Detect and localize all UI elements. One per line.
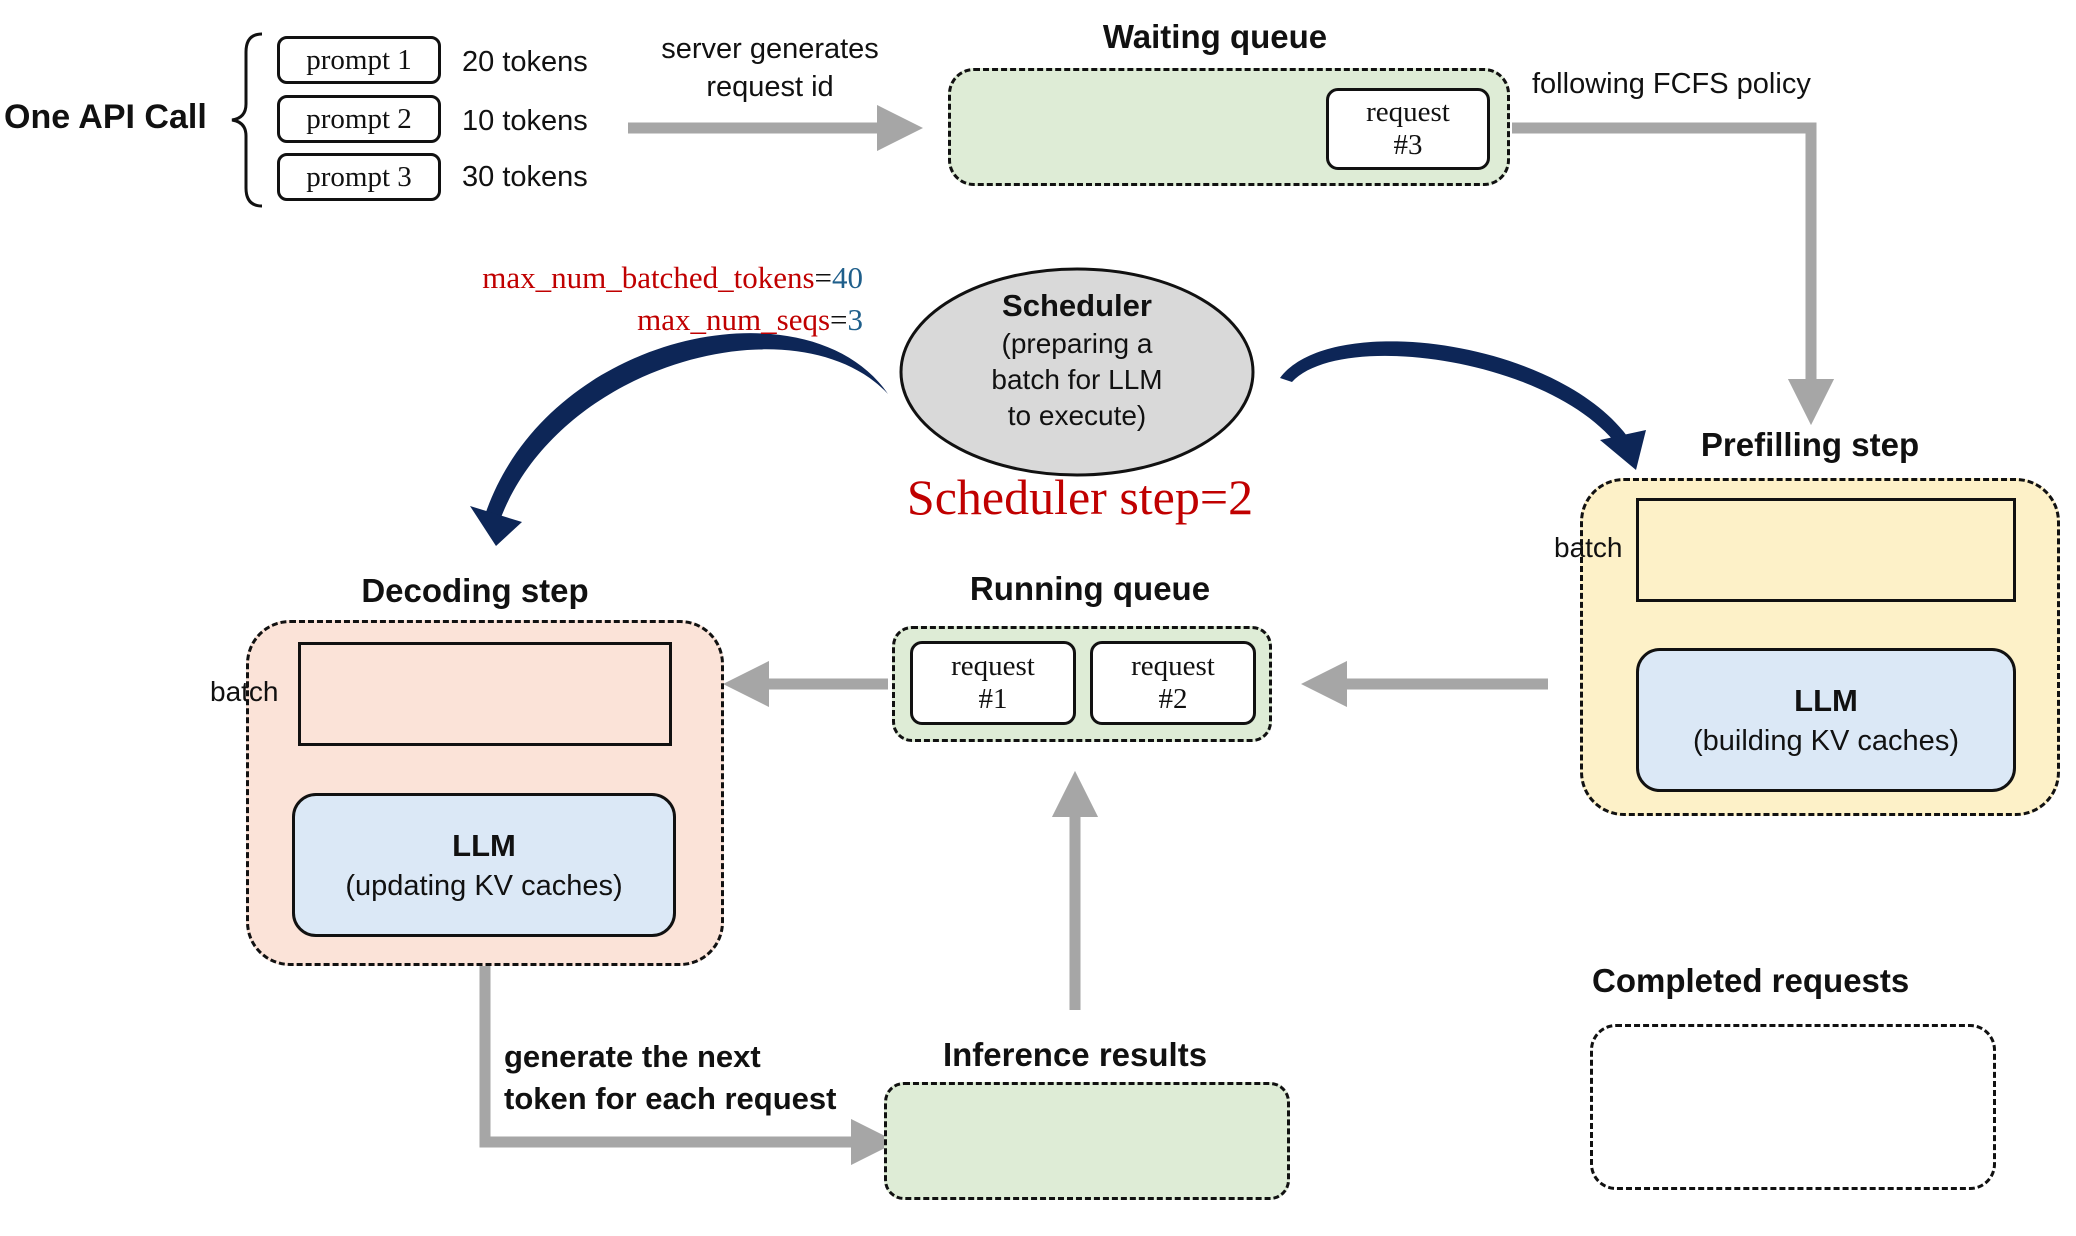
inference-results-box xyxy=(884,1082,1290,1200)
generate-note: generate the next token for each request xyxy=(504,1036,836,1120)
scheduler-line1: (preparing a xyxy=(1001,328,1153,359)
param-1-name: max_num_batched_tokens xyxy=(482,260,815,295)
prefilling-batch-box xyxy=(1636,498,2016,602)
completed-requests-title: Completed requests xyxy=(1592,962,1910,999)
param-2-value: 3 xyxy=(847,302,864,337)
param-1-eq: = xyxy=(814,260,832,295)
param-2-eq: = xyxy=(830,302,848,337)
prompt-2-tokens: 10 tokens xyxy=(462,105,588,137)
decoding-title: Decoding step xyxy=(361,572,589,609)
prefilling-llm-sub: (building KV caches) xyxy=(1693,724,1959,757)
scheduler-title: Scheduler xyxy=(1002,288,1152,323)
waiting-request-3: request #3 xyxy=(1326,88,1490,170)
prefilling-title: Prefilling step xyxy=(1700,426,1920,463)
prefilling-llm-box: LLM (building KV caches) xyxy=(1636,648,2016,792)
prompt-3-tokens: 30 tokens xyxy=(462,161,588,193)
prefilling-batch-label: batch xyxy=(1554,532,1623,563)
prompt-1-tokens: 20 tokens xyxy=(462,46,588,78)
prompt-1-label: prompt 1 xyxy=(306,43,412,76)
api-call-brace xyxy=(231,32,263,208)
scheduler-line2: batch for LLM xyxy=(991,364,1163,395)
prompt-3-label: prompt 3 xyxy=(306,160,412,193)
running-request-1-line1: request xyxy=(951,649,1035,682)
prefilling-llm-title: LLM xyxy=(1794,682,1858,718)
curved-arrow-to-decoding xyxy=(486,333,888,520)
arrow-decoding-to-results xyxy=(479,966,898,1166)
waiting-request-3-line2: #3 xyxy=(1393,129,1423,161)
prompt-2-box: prompt 2 xyxy=(277,95,441,143)
scheduler-text: Scheduler (preparing a batch for LLM to … xyxy=(917,288,1237,434)
scheduler-param-1: max_num_batched_tokens=40 xyxy=(482,260,863,296)
scheduler-param-2: max_num_seqs=3 xyxy=(637,302,863,338)
decoding-batch-box xyxy=(298,642,672,746)
generate-note-line1: generate the next xyxy=(504,1039,761,1074)
running-request-1-line2: #1 xyxy=(978,683,1008,715)
inference-results-title: Inference results xyxy=(942,1036,1208,1073)
scheduler-ellipse xyxy=(899,267,1255,477)
running-request-2-line2: #2 xyxy=(1158,683,1188,715)
waiting-request-3-line1: request xyxy=(1366,95,1450,128)
scheduler-step-label: Scheduler step=2 xyxy=(906,469,1254,525)
param-2-name: max_num_seqs xyxy=(637,302,831,337)
prompt-2-label: prompt 2 xyxy=(306,102,412,135)
decoding-llm-title: LLM xyxy=(452,827,516,863)
running-request-2-line1: request xyxy=(1131,649,1215,682)
waiting-queue-title: Waiting queue xyxy=(1102,18,1328,55)
prompt-3-box: prompt 3 xyxy=(277,153,441,201)
generate-note-line2: token for each request xyxy=(504,1081,837,1116)
completed-requests-box xyxy=(1590,1024,1996,1190)
server-note-line2: request id xyxy=(706,71,834,103)
curved-arrow-to-prefilling xyxy=(1280,341,1630,446)
prompt-1-box: prompt 1 xyxy=(277,36,441,84)
running-request-2: request #2 xyxy=(1090,641,1256,725)
server-note-line1: server generates xyxy=(661,33,879,65)
arrow-to-prefilling xyxy=(1512,122,1835,426)
running-request-1: request #1 xyxy=(910,641,1076,725)
server-note: server generates request id xyxy=(640,30,900,106)
param-1-value: 40 xyxy=(832,260,863,295)
decoding-llm-sub: (updating KV caches) xyxy=(345,869,623,902)
api-call-label: One API Call xyxy=(4,98,207,136)
fcfs-policy-note: following FCFS policy xyxy=(1532,68,1811,100)
decoding-batch-label: batch xyxy=(210,676,279,707)
decoding-llm-box: LLM (updating KV caches) xyxy=(292,793,676,937)
scheduler-line3: to execute) xyxy=(1007,400,1147,431)
running-queue-title: Running queue xyxy=(969,570,1211,607)
